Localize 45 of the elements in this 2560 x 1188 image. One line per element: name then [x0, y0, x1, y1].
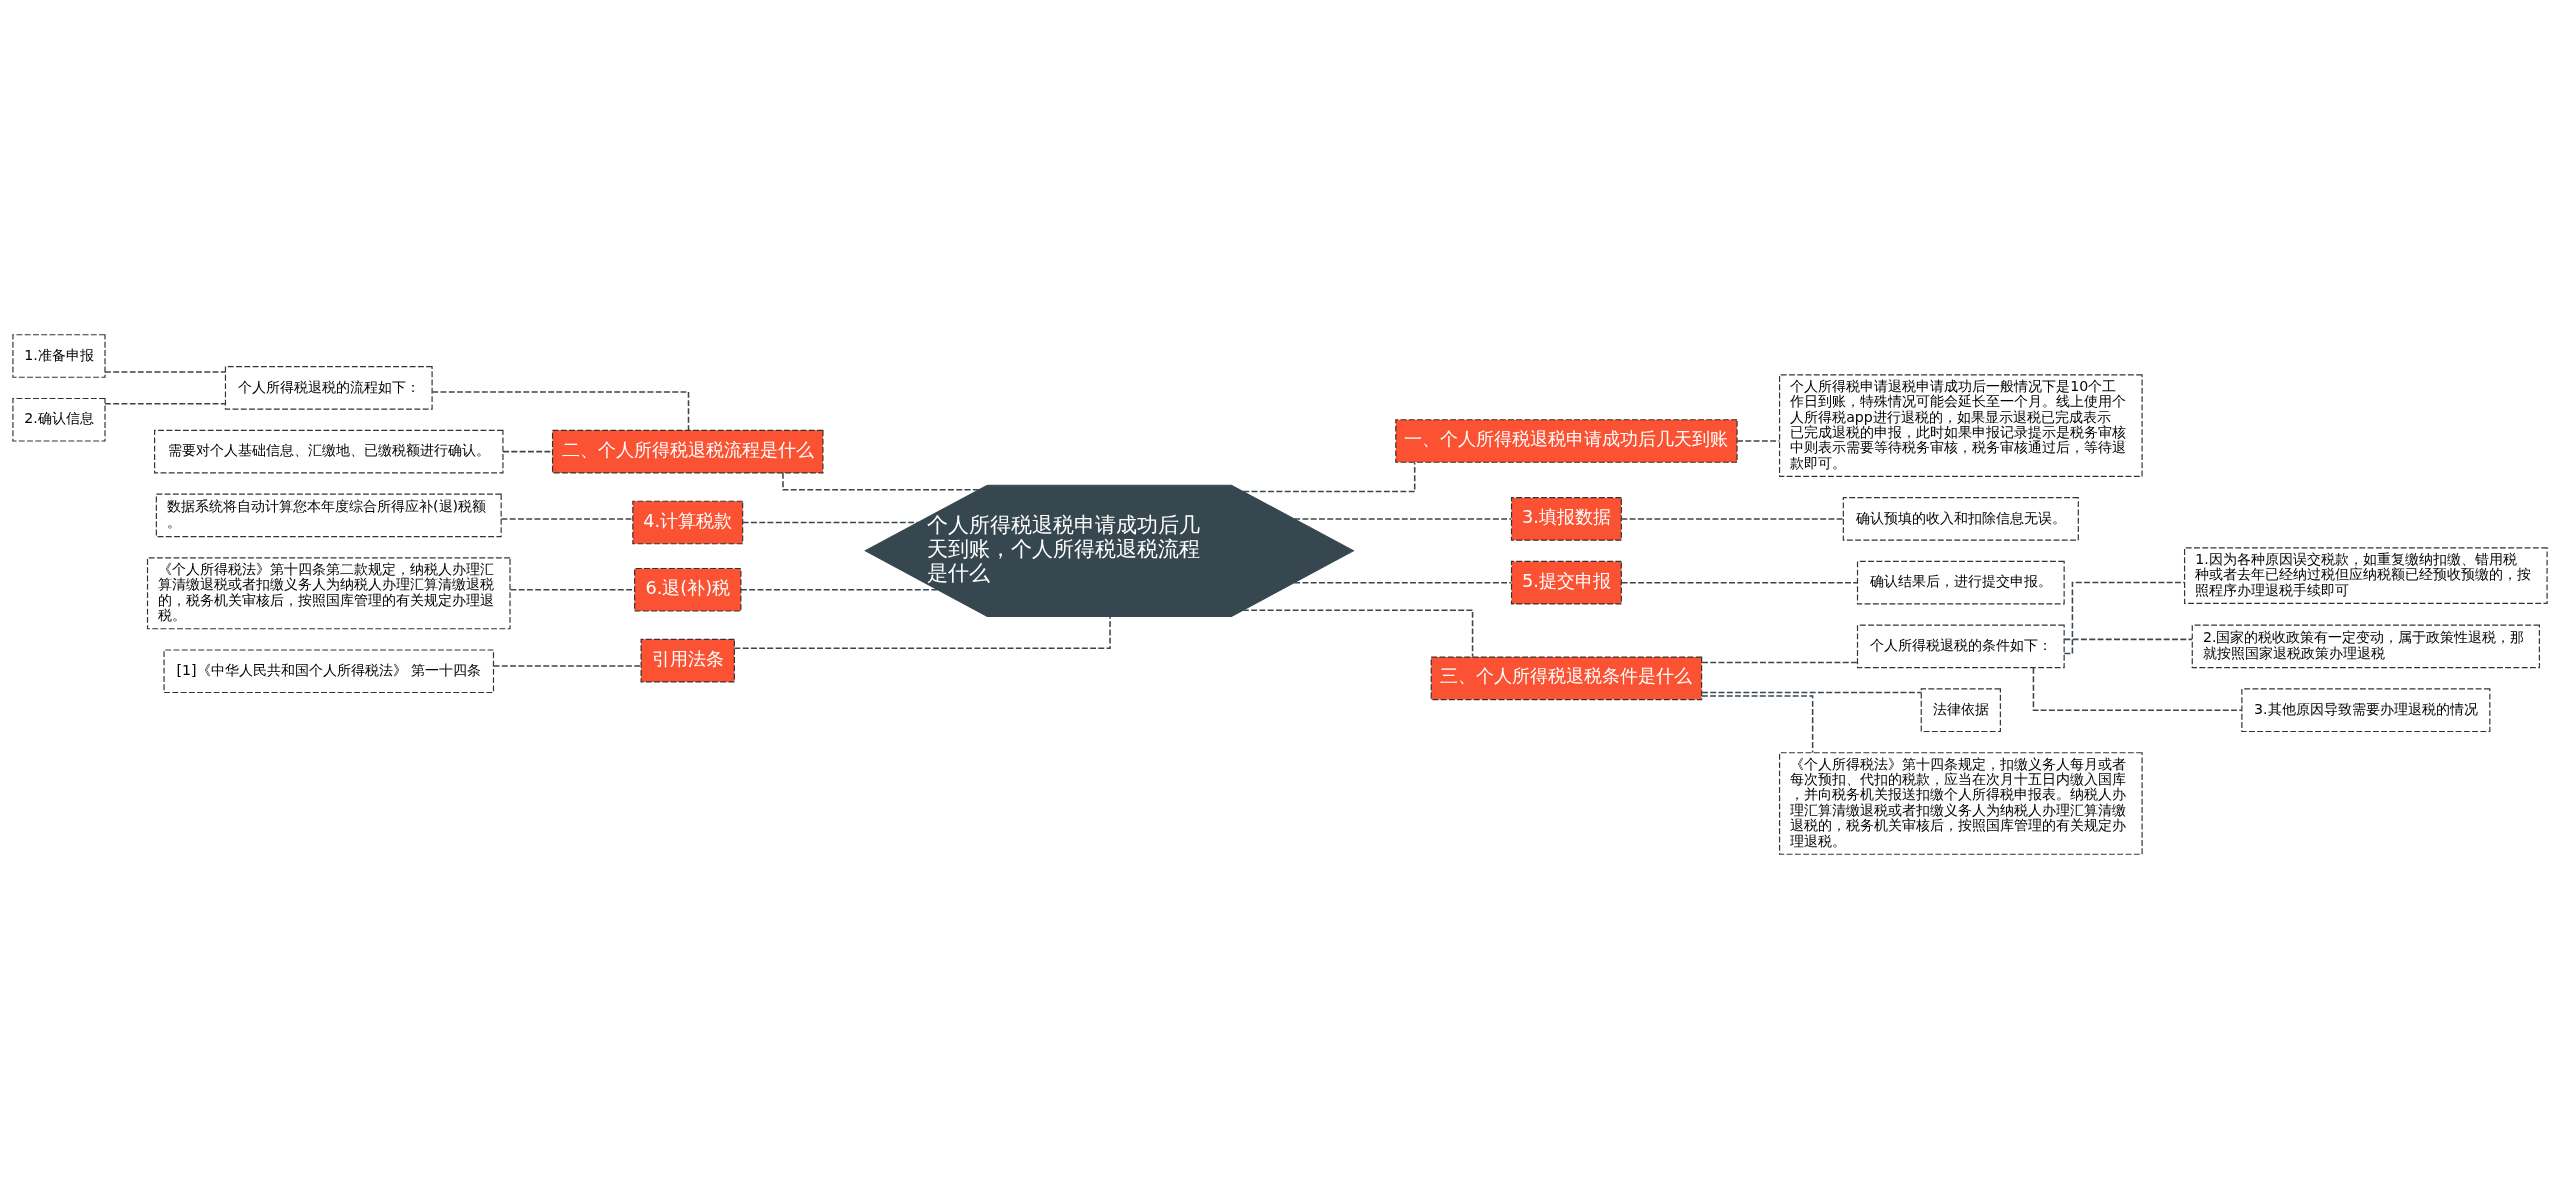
node-box: 引用法条	[640, 638, 735, 682]
node-box: 确认结果后，进行提交申报。	[1856, 560, 2065, 605]
node-box: 一、个人所得税退税申请成功后几天到账	[1395, 418, 1738, 463]
connector	[1293, 581, 1512, 583]
node-box: 5.提交申报	[1510, 560, 1622, 605]
node-box: [1]《中华人民共和国个人所得税法》 第一十四条	[163, 648, 495, 693]
connector	[1736, 439, 1781, 442]
connector	[1701, 694, 1814, 753]
node-box: 个人所得税退税的流程如下：	[224, 365, 433, 410]
connector	[1293, 517, 1512, 520]
connector	[492, 664, 642, 667]
connector	[1242, 461, 1416, 492]
connector	[742, 521, 919, 523]
connector	[431, 390, 690, 431]
node-box: 三、个人所得税退税条件是什么	[1430, 656, 1703, 700]
node-box: 《个人所得税法》第十四条第二款规定，纳税人办理汇算清缴退税或者扣缴义务人为纳税人办理汇算清缴退税的，税务机关审核后，按照国库管理的有关规定办理退税。	[146, 556, 511, 629]
node-box: 1.因为各种原因误交税款，如重复缴纳扣缴、错用税种或者去年已经纳过税但应纳税额已经预收预缴的，按照程序办理退税手续即可	[2184, 546, 2548, 604]
connector	[1701, 691, 1922, 693]
connector	[1620, 517, 1844, 520]
connector	[2063, 638, 2193, 640]
connector	[1701, 661, 1858, 663]
node-box: 4.计算税款	[632, 500, 744, 544]
connector	[740, 588, 939, 591]
node-box: 二、个人所得税退税流程是什么	[551, 429, 824, 473]
node-box: 个人所得税申请退税申请成功后一般情况下是10个工作日到账，特殊情况可能会延长至一个月。线上使用个人所得税app进行退税的，如果显示退税已完成表示已完成退税的申报，此时如果申报记录提示是税务审核中则表示需要等待税务审核，税务审核通过后，等待退款即可。	[1779, 373, 2143, 477]
node-box: 1.准备申报	[12, 333, 106, 378]
node-box: 个人所得税退税的条件如下：	[1856, 624, 2065, 668]
connector	[782, 471, 980, 490]
connector	[1242, 608, 1474, 658]
node-box: 3.其他原因导致需要办理退税的情况	[2241, 687, 2491, 732]
node-box: 6.退(补)税	[634, 567, 742, 612]
connector	[1620, 581, 1858, 583]
connector	[2032, 666, 2243, 711]
node-box: 法律依据	[1920, 687, 2001, 732]
node-box: 2.确认信息	[12, 397, 106, 442]
node-box: 确认预填的收入和扣除信息无误。	[1842, 496, 2079, 541]
node-box: 《个人所得税法》第十四条规定，扣缴义务人每月或者每次预扣、代扣的税款，应当在次月十五日内缴入国库，并向税务机关报送扣缴个人所得税申报表。纳税人办理汇算清缴退税或者扣缴义务人为纳税人办理汇算清缴退税的，税务机关审核后，按照国库管理的有关规定办理退税。	[1779, 751, 2143, 855]
node-box: 需要对个人基础信息、汇缴地、已缴税额进行确认。	[154, 429, 504, 473]
node-box: 3.填报数据	[1510, 496, 1622, 541]
node-box: 2.国家的税收政策有一定变动，属于政策性退税，那就按照国家退税政策办理退税	[2191, 624, 2540, 668]
connector	[104, 370, 226, 373]
connector	[500, 517, 634, 520]
connector	[104, 402, 226, 405]
node-box: 数据系统将自动计算您本年度综合所得应补(退)税额。	[155, 493, 502, 537]
connector	[2063, 581, 2185, 654]
